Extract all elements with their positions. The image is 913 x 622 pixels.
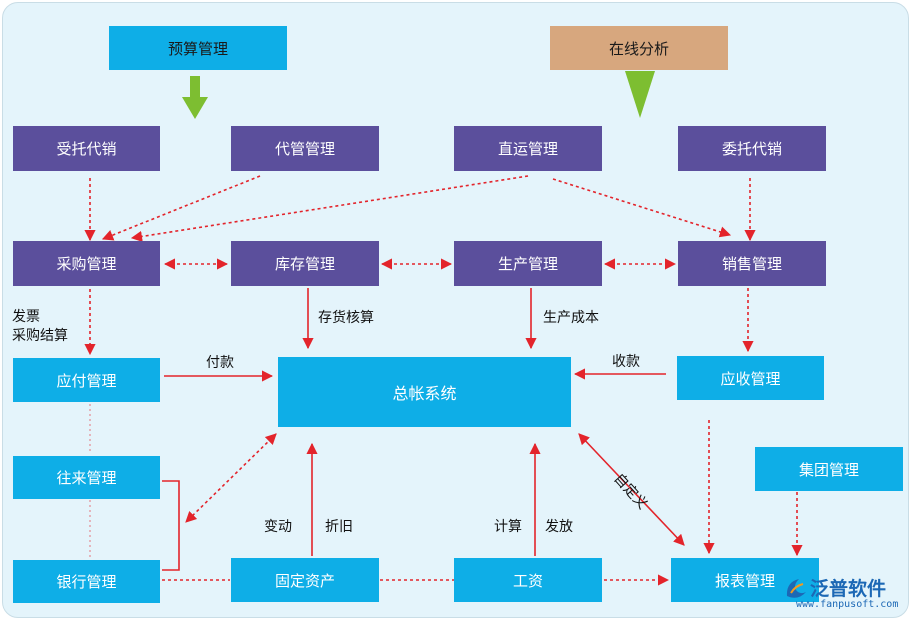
- label-production-cost: 生产成本: [543, 310, 599, 326]
- logo-url: www.fanpusoft.com: [796, 599, 899, 610]
- node-purchasing: 采购管理: [13, 241, 160, 286]
- label-collection: 收款: [612, 354, 640, 370]
- node-general-ledger: 总帐系统: [278, 357, 571, 427]
- node-fixed-assets: 固定资产: [231, 558, 379, 602]
- label-calculate: 计算: [494, 519, 522, 535]
- label-purchase-settlement: 采购结算: [12, 328, 68, 344]
- fanpu-logo-mark-icon: [786, 579, 806, 598]
- node-inventory: 库存管理: [231, 241, 379, 286]
- label-depreciation: 折旧: [325, 519, 353, 535]
- edge-transactions-bank-bracket: [162, 480, 180, 571]
- node-agency-management: 代管管理: [231, 126, 379, 171]
- node-payables: 应付管理: [13, 358, 160, 402]
- edge-ledger-reports: [578, 433, 685, 546]
- label-inventory-accounting: 存货核算: [318, 310, 374, 326]
- label-invoice: 发票: [12, 309, 40, 325]
- edge-agency-to-purchasing: [101, 175, 261, 241]
- node-entrusted-agency-sales: 委托代销: [678, 126, 826, 171]
- label-distribute: 发放: [545, 519, 573, 535]
- node-wages: 工资: [454, 558, 602, 602]
- node-budget: 预算管理: [109, 26, 287, 70]
- logo-name: 泛普软件: [810, 578, 887, 600]
- node-sales: 销售管理: [678, 241, 826, 286]
- edge-direct-to-sales: [552, 178, 732, 238]
- fanpu-logo: 泛普软件 www.fanpusoft.com: [784, 574, 906, 614]
- label-change: 变动: [264, 519, 292, 535]
- node-group-management: 集团管理: [755, 447, 903, 491]
- node-production: 生产管理: [454, 241, 602, 286]
- label-payment: 付款: [206, 355, 234, 371]
- node-online-analysis: 在线分析: [550, 26, 728, 70]
- node-bank: 银行管理: [13, 560, 160, 603]
- green-down-arrow-icon: [182, 76, 208, 119]
- edge-direct-to-purchasing: [130, 175, 529, 242]
- node-direct-shipping: 直运管理: [454, 126, 602, 171]
- green-down-triangle-icon: [625, 71, 655, 118]
- edge-ledger-bank: [185, 433, 277, 523]
- node-transactions: 往来管理: [13, 456, 160, 499]
- node-receivables: 应收管理: [677, 356, 824, 400]
- node-consignment-sales: 受托代销: [13, 126, 160, 171]
